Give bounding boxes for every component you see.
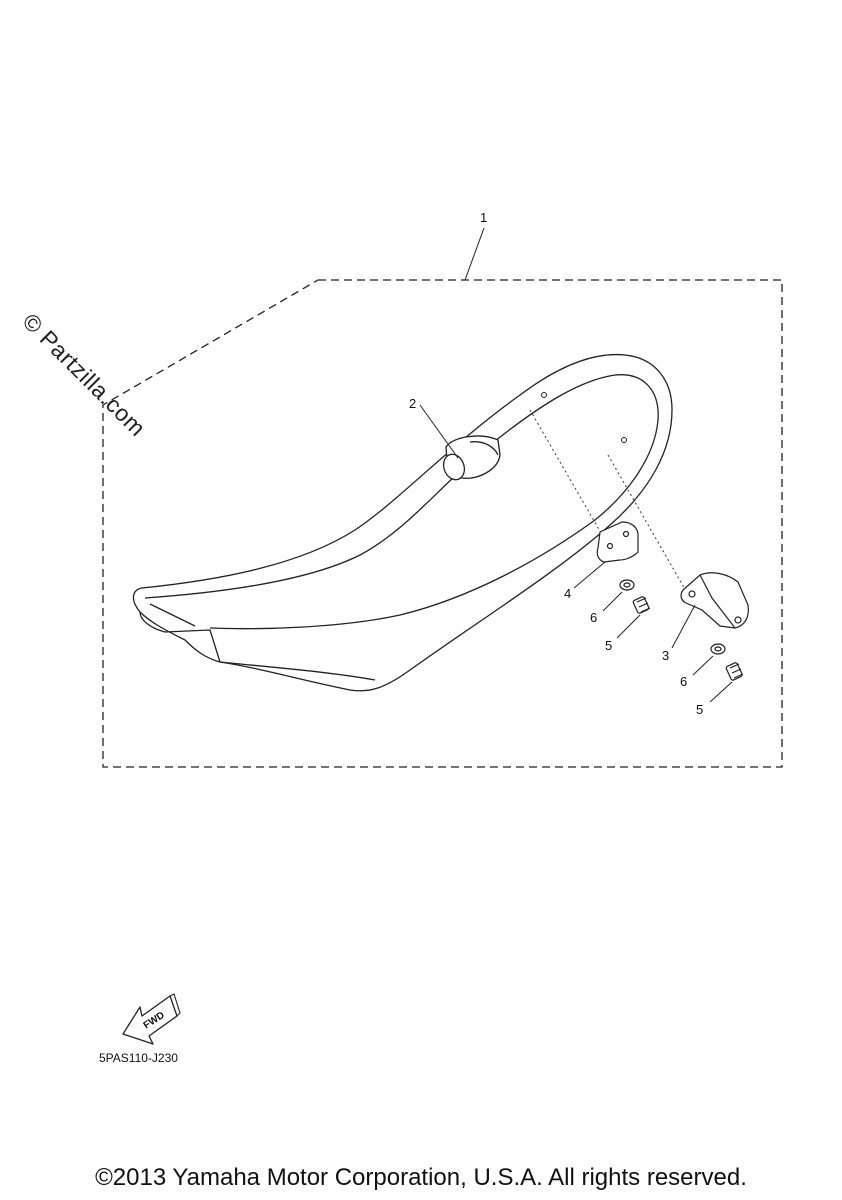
part-5-bolt-upper bbox=[632, 596, 651, 614]
part-2-band bbox=[442, 435, 501, 481]
assembly-boundary bbox=[102, 279, 783, 768]
callout-1[interactable]: 1 bbox=[480, 210, 487, 225]
leader-4 bbox=[573, 561, 606, 589]
diagram-code: 5PAS110-J230 bbox=[99, 1051, 178, 1065]
callout-4[interactable]: 4 bbox=[564, 586, 571, 601]
leader-1 bbox=[464, 227, 485, 281]
leader-6a bbox=[602, 591, 623, 612]
copyright-notice: ©2013 Yamaha Motor Corporation, U.S.A. A… bbox=[95, 1164, 747, 1191]
part-4-bracket bbox=[596, 521, 639, 563]
callout-2[interactable]: 2 bbox=[409, 396, 416, 411]
seat-hole-front bbox=[541, 392, 547, 398]
align-line-4 bbox=[529, 409, 609, 546]
leader-5b bbox=[709, 681, 733, 703]
fwd-arrow-icon: FWD bbox=[122, 993, 181, 1045]
part-6-washer-upper bbox=[619, 579, 635, 591]
part-6-washer-lower bbox=[710, 643, 726, 655]
callout-3[interactable]: 3 bbox=[662, 648, 669, 663]
callout-5b[interactable]: 5 bbox=[696, 702, 703, 717]
callout-6b[interactable]: 6 bbox=[680, 674, 687, 689]
callout-6a[interactable]: 6 bbox=[590, 610, 597, 625]
leader-3 bbox=[671, 604, 696, 649]
leader-6b bbox=[692, 655, 714, 676]
part-5-bolt-lower bbox=[725, 662, 744, 681]
seat bbox=[132, 353, 673, 692]
leader-5a bbox=[616, 614, 641, 639]
seat-hole-rear bbox=[621, 437, 627, 443]
part-3-bracket bbox=[680, 572, 749, 629]
leader-2 bbox=[419, 404, 459, 459]
callout-5a[interactable]: 5 bbox=[605, 638, 612, 653]
